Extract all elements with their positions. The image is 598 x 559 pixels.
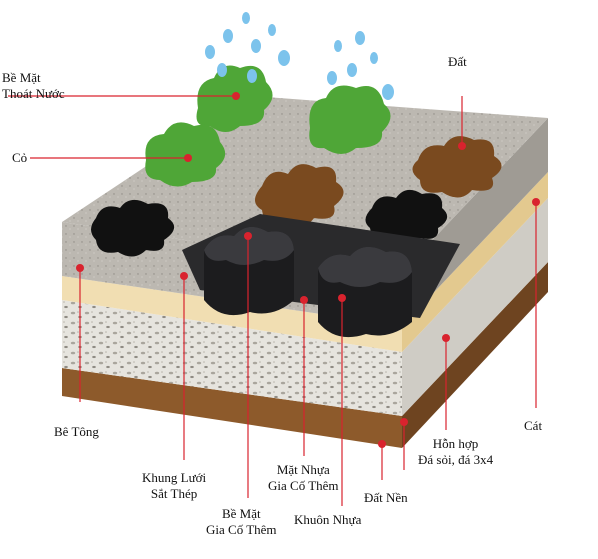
plastic-mold-right	[318, 246, 412, 338]
label-mixture: Hỗn hợp Đá sỏi, đá 3x4	[418, 436, 493, 468]
gravel-layer-front	[62, 300, 402, 416]
label-mixture-line2: Đá sỏi, đá 3x4	[418, 452, 494, 467]
open-hole-right	[365, 189, 448, 245]
label-reinforced-surface: Bề Mặt Gia Cố Thêm	[206, 506, 277, 538]
label-ground: Đất Nền	[364, 490, 408, 505]
ground-layer-front	[62, 368, 402, 448]
soil-cell-center	[255, 164, 344, 227]
label-soil: Đất	[448, 54, 467, 69]
label-steel-mesh-line1: Khung Lưới	[142, 470, 207, 485]
label-plastic-face-line1: Mặt Nhựa	[276, 462, 330, 477]
label-surface-drain-line1: Bề Mặt	[2, 70, 41, 85]
grass-patch-top-right	[309, 85, 391, 154]
water-drops	[205, 12, 394, 100]
label-reinforced-surface-line2: Gia Cố Thêm	[206, 522, 277, 537]
label-reinforced-surface-line1: Bề Mặt	[221, 506, 261, 521]
sand-layer-side	[402, 172, 548, 352]
label-mixture-line1: Hỗn hợp	[432, 436, 479, 451]
open-hole-left	[91, 199, 175, 257]
leader-lines	[8, 95, 537, 506]
leader-dots	[76, 92, 540, 448]
grass-patch-left	[145, 122, 226, 187]
label-surface-drain: Bề Mặt Thoát Nước	[2, 70, 65, 102]
soil-cell-right	[412, 136, 502, 198]
label-grass: Cỏ	[12, 150, 28, 165]
ground-layer-side	[402, 262, 548, 448]
label-plastic-face: Mặt Nhựa Gia Cố Thêm	[268, 462, 339, 494]
label-plastic-mold: Khuôn Nhựa	[294, 512, 362, 527]
label-concrete: Bê Tông	[54, 424, 99, 439]
label-sand: Cát	[524, 418, 543, 433]
plastic-mold-left	[204, 226, 294, 316]
label-plastic-face-line2: Gia Cố Thêm	[268, 478, 339, 493]
label-surface-drain-line2: Thoát Nước	[2, 86, 65, 101]
label-steel-mesh: Khung Lưới Sắt Thép	[142, 470, 206, 502]
gravel-layer-side	[402, 198, 548, 416]
label-steel-mesh-line2: Sắt Thép	[150, 486, 198, 501]
